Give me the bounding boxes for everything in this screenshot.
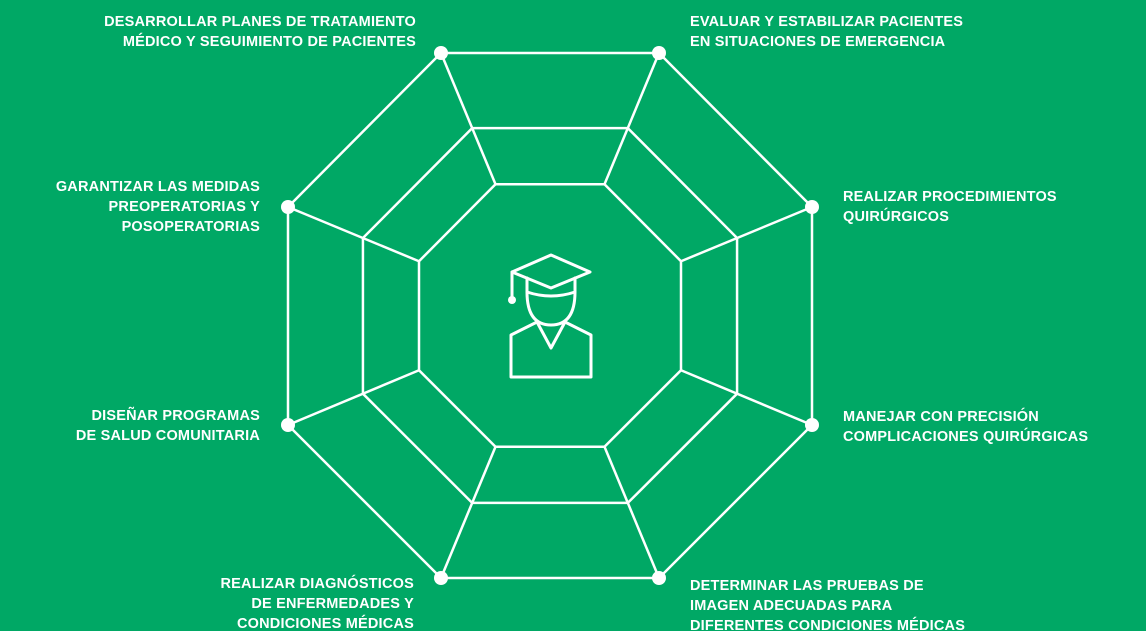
vertex-node bbox=[805, 200, 819, 214]
graduate-student-icon bbox=[508, 253, 593, 379]
spoke-line bbox=[287, 205, 420, 263]
vertex-node bbox=[652, 46, 666, 60]
spoke-line bbox=[603, 52, 661, 185]
spoke-line bbox=[287, 369, 420, 427]
vertex-node bbox=[281, 200, 295, 214]
spoke-line bbox=[603, 446, 661, 579]
competency-label-bottom-right: DETERMINAR LAS PRUEBAS DE IMAGEN ADECUAD… bbox=[690, 578, 966, 631]
competency-label-left-lower: DISEÑAR PROGRAMAS DE SALUD COMUNITARIA bbox=[75, 408, 260, 444]
competency-label-right-lower: MANEJAR CON PRECISIÓN COMPLICACIONES QUI… bbox=[843, 409, 1089, 445]
competency-label-bottom-left: REALIZAR DIAGNÓSTICOS DE ENFERMEDADES Y … bbox=[220, 576, 414, 631]
vertex-node bbox=[652, 571, 666, 585]
competency-label-right-upper: REALIZAR PROCEDIMIENTOS QUIRÚRGICOS bbox=[843, 189, 1057, 225]
spoke-line bbox=[680, 369, 813, 427]
spoke-line bbox=[439, 52, 497, 185]
competency-label-top-right: EVALUAR Y ESTABILIZAR PACIENTES EN SITUA… bbox=[690, 14, 964, 50]
competency-label-top-left: DESARROLLAR PLANES DE TRATAMIENTO MÉDICO… bbox=[104, 14, 416, 50]
vertex-node bbox=[434, 46, 448, 60]
competency-label-left-upper: GARANTIZAR LAS MEDIDAS PREOPERATORIAS Y … bbox=[55, 179, 260, 235]
spoke-line bbox=[439, 446, 497, 579]
spoke-line bbox=[680, 205, 813, 263]
vertex-node bbox=[805, 418, 819, 432]
vertex-node bbox=[281, 418, 295, 432]
vertex-node bbox=[434, 571, 448, 585]
